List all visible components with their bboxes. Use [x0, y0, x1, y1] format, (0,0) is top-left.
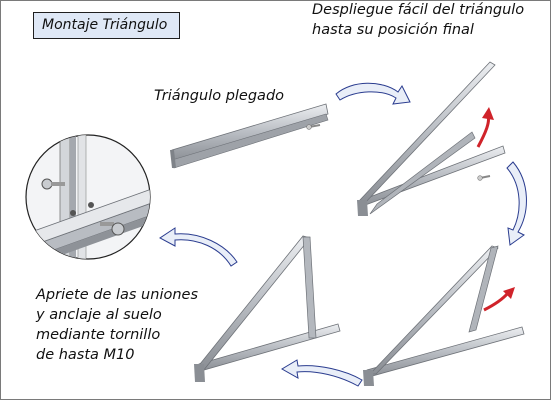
red-rotation-arrow-icon [476, 115, 490, 148]
caption-unfold-line2: hasta su posición final [312, 22, 474, 38]
caption-fastening-line4: de hasta M10 [36, 347, 135, 363]
bolt-icon [41, 178, 65, 190]
curved-arrow-icon-1 [335, 82, 411, 105]
unfolding-triangle [357, 61, 506, 216]
red-arrowhead-icon [482, 107, 494, 120]
caption-fastening: Apriete de las uniones y anclaje al suel… [36, 285, 198, 365]
washer-nut-icon [100, 222, 125, 236]
red-rotation-arrow-icon-2 [483, 292, 510, 312]
curved-arrow-icon-3 [281, 359, 363, 387]
caption-folded: Triángulo plegado [154, 88, 285, 104]
caption-fastening-line2: y anclaje al suelo [36, 307, 162, 323]
curved-arrow-icon-2 [506, 161, 527, 246]
red-arrowhead-icon-2 [503, 287, 515, 299]
folded-triangle [170, 103, 329, 169]
title-box: Montaje Triángulo [33, 12, 180, 39]
assembled-triangle [194, 235, 341, 382]
caption-fastening-line3: mediante tornillo [36, 327, 161, 343]
near-final-triangle [363, 245, 525, 386]
caption-fastening-line1: Apriete de las uniones [36, 287, 199, 303]
caption-unfold-line1: Despliegue fácil del triángulo [312, 2, 525, 18]
loose-bolt-icon [306, 124, 321, 130]
diagram-title: Montaje Triángulo [42, 17, 168, 33]
curved-arrow-icon-4 [159, 227, 238, 267]
bolt-detail-circle [25, 134, 151, 260]
caption-unfold: Despliegue fácil del triángulo hasta su … [312, 0, 524, 40]
